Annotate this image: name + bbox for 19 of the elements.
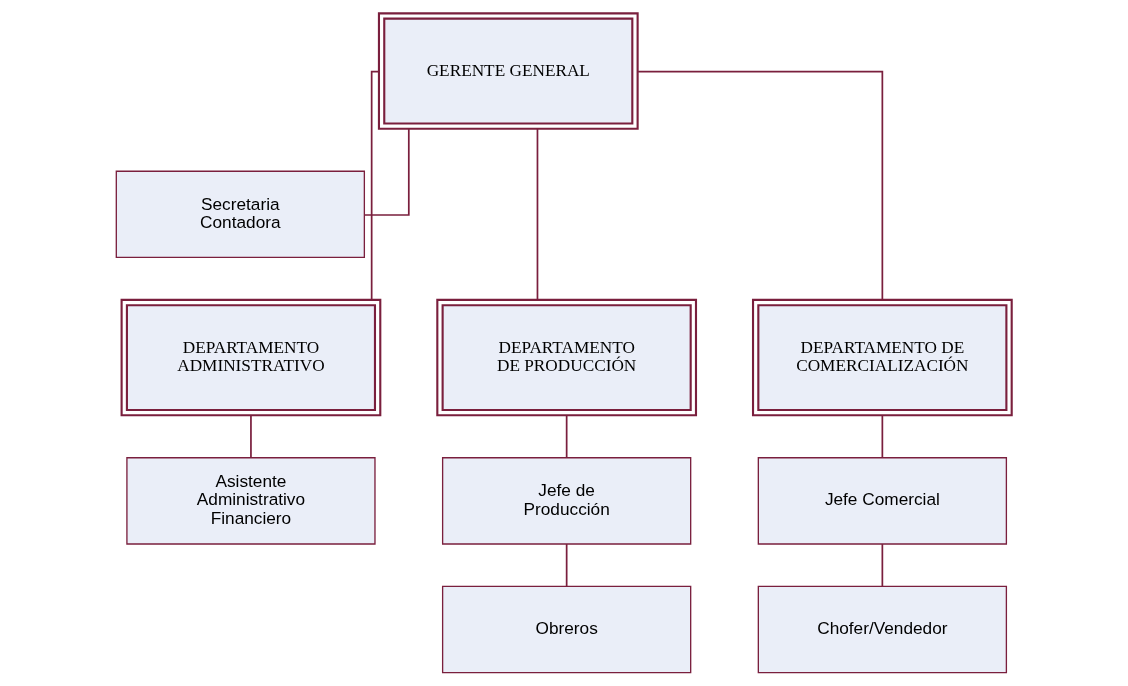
connector: [881, 543, 884, 588]
node-box: DEPARTAMENTO ADMINISTRATIVO: [120, 298, 382, 417]
node-box: DEPARTAMENTO DE COMERCIALIZACIÓN: [751, 298, 1013, 417]
connector: [881, 414, 884, 459]
connector: [363, 127, 410, 216]
connector: [536, 128, 539, 301]
node-box: DEPARTAMENTO DE PRODUCCIÓN: [436, 298, 698, 417]
node-box: Jefe Comercial: [757, 457, 1008, 545]
node-box: Chofer/Vendedor: [757, 585, 1008, 674]
connector: [565, 543, 568, 588]
node-box: Obreros: [441, 585, 692, 674]
node-box: Jefe de Producción: [441, 457, 692, 545]
connector: [565, 414, 568, 459]
connector: [637, 70, 884, 301]
connector: [370, 70, 380, 301]
node-box: Asistente Administrativo Financiero: [126, 457, 376, 545]
node-box: GERENTE GENERAL: [377, 12, 639, 130]
node-box: Secretaria Contadora: [115, 170, 366, 259]
connector: [250, 414, 252, 459]
